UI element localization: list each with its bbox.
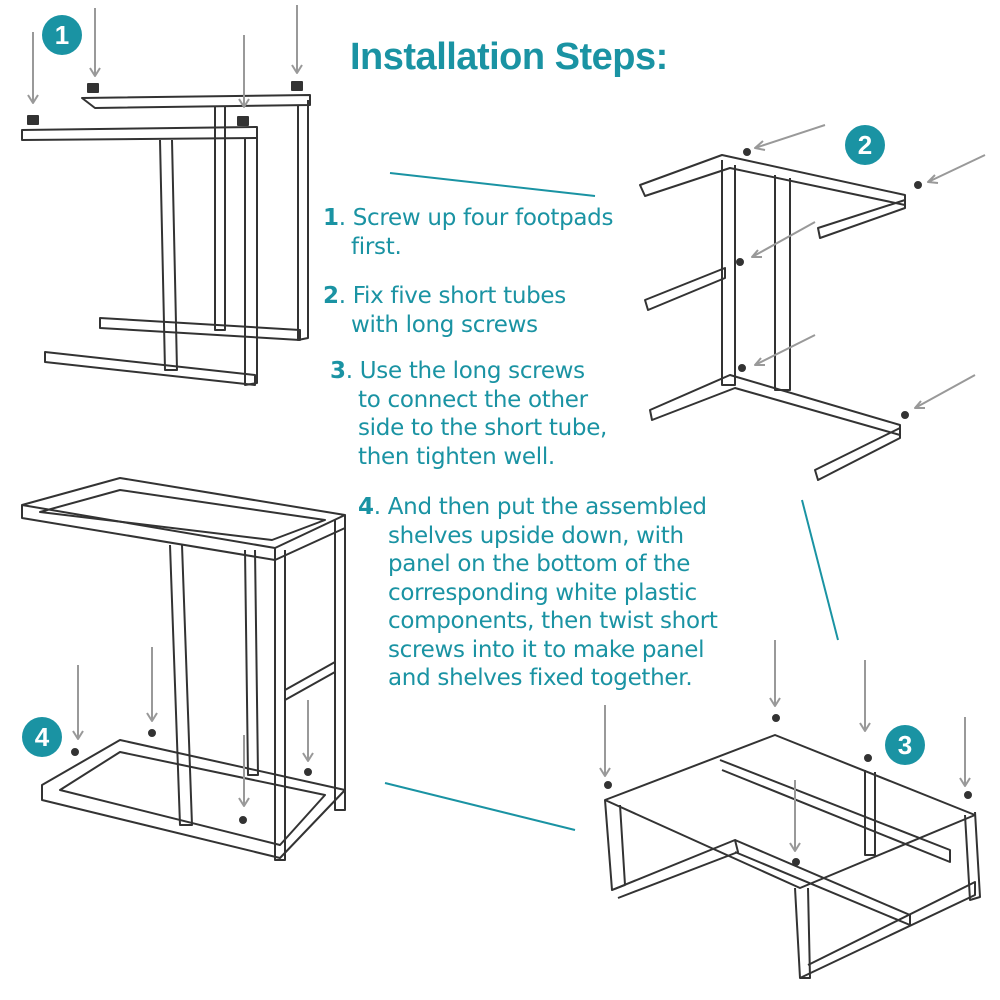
step-line: Use the long screws — [359, 358, 585, 384]
step-line: corresponding white plastic — [388, 579, 697, 606]
step-1-text: 1. Screw up four footpads first. — [323, 205, 614, 260]
step-number: 4 — [358, 494, 374, 520]
step-line: with long screws — [351, 311, 538, 338]
page-title: Installation Steps: — [350, 36, 668, 78]
screw-arrows — [27, 5, 986, 852]
step-badge-1: 1 — [42, 15, 82, 55]
step-line: panel on the bottom of the — [388, 551, 691, 577]
step-line: screws into it to make panel — [388, 636, 705, 663]
step-badge-4: 4 — [22, 717, 62, 757]
connector-lines — [384, 172, 839, 831]
step-3-text: 3. Use the long screws to connect the ot… — [330, 358, 608, 470]
step-line: and shelves fixed together. — [388, 665, 693, 691]
step-number: 3 — [330, 358, 346, 384]
figure-step-1 — [21, 81, 311, 386]
step-line: to connect the other — [358, 386, 588, 413]
step-badge-3: 3 — [885, 725, 925, 765]
step-line: components, then twist short — [388, 608, 718, 634]
step-line: Fix five short tubes — [352, 283, 566, 309]
step-line: And then put the assembled — [387, 494, 707, 520]
step-number: 2 — [323, 283, 339, 309]
step-line: then tighten well. — [358, 443, 555, 470]
step-number: 1 — [323, 205, 339, 231]
step-badge-2: 2 — [845, 125, 885, 165]
step-2-text: 2. Fix five short tubes with long screws — [323, 283, 566, 338]
figure-step-4 — [21, 477, 346, 861]
step-line: Screw up four footpads — [352, 205, 614, 231]
step-line: side to the short tube, — [358, 415, 608, 441]
step-line: first. — [351, 233, 402, 260]
figure-step-3 — [604, 714, 981, 979]
step-line: shelves upside down, with — [388, 522, 684, 549]
figure-step-2 — [639, 148, 922, 481]
step-4-text: 4. And then put the assembled shelves up… — [358, 494, 718, 691]
